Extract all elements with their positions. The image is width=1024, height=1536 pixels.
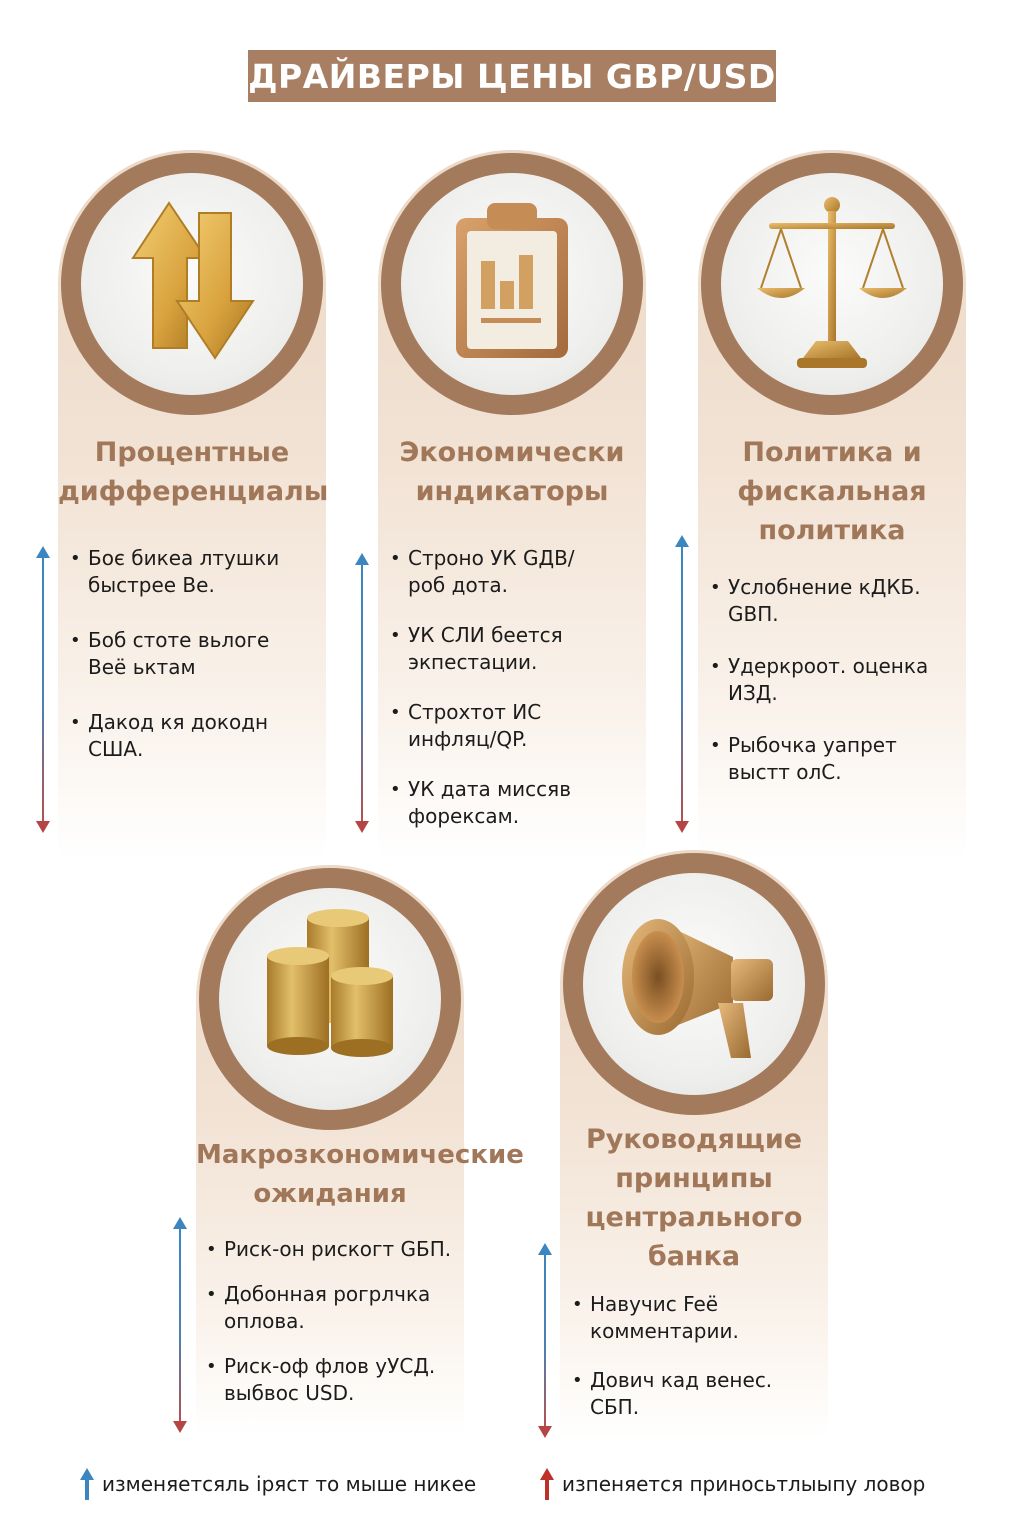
coin-stacks-icon xyxy=(267,909,393,1057)
bullet-list: Риск-он рискогт GБП. Добонная рогрлчкаоп… xyxy=(206,1236,466,1435)
card-title: Экономически индикаторы xyxy=(399,437,625,507)
up-down-arrows-icon xyxy=(131,201,255,360)
icon-disc xyxy=(401,173,623,395)
legend-down-label: изпеняется приносьтлыыпу ловор xyxy=(562,1472,926,1496)
up-down-range-arrow xyxy=(538,1243,552,1438)
icon-disc xyxy=(721,173,943,395)
list-item: Риск-оф флов уУСД.выбвос USD. xyxy=(206,1353,466,1407)
megaphone-icon xyxy=(622,919,773,1058)
list-item: Строно УК GДВ/роб дота. xyxy=(390,545,640,599)
list-item: Риск-он рискогт GБП. xyxy=(206,1236,466,1263)
bullet-list: Услобнение кДКБ.GВП. Удеркроот. оценкаИЗ… xyxy=(710,574,960,814)
up-down-range-arrow xyxy=(355,553,369,833)
icon-disc xyxy=(81,173,303,395)
up-down-range-arrow xyxy=(675,535,689,833)
card-politics-fiscal: Политика и фискальная политика Услобнени… xyxy=(698,150,966,860)
card-title: Руководящие принципы центрального банка xyxy=(585,1124,803,1272)
card-central-bank-guidance: Руководящие принципы центрального банка … xyxy=(560,850,828,1440)
up-arrow-red-icon xyxy=(540,1468,554,1500)
page-title: ДРАЙВЕРЫ ЦЕНЫ GBP/USD xyxy=(248,56,776,96)
card-title: Политика и фискальная политика xyxy=(737,437,927,546)
list-item: Услобнение кДКБ.GВП. xyxy=(710,574,960,628)
scales-icon xyxy=(757,197,907,368)
legend-up-label: изменяетсяль іряст то мыше никее xyxy=(102,1472,477,1496)
bullet-list: Строно УК GДВ/роб дота. УК СЛИ беетсяэкп… xyxy=(390,545,640,858)
up-down-range-arrow xyxy=(173,1217,187,1433)
icon-disc xyxy=(219,888,441,1110)
legend-up: изменяетсяль іряст то мыше никее xyxy=(80,1468,476,1500)
card-macro-expectations: Макрозкономические ожидания Риск-он риск… xyxy=(196,865,524,1435)
clipboard-chart-icon xyxy=(456,203,568,358)
card-title: Макрозкономические ожидания xyxy=(196,1140,524,1209)
card-economic-indicators: Экономически индикаторы Строно УК GДВ/ро… xyxy=(378,150,646,860)
legend-down: изпеняется приносьтлыыпу ловор xyxy=(540,1468,925,1500)
card-interest-differentials: Процентные дифференциалы Боє бикеа лтушк… xyxy=(58,150,329,860)
title-banner: ДРАЙВЕРЫ ЦЕНЫ GBP/USD xyxy=(248,50,776,102)
list-item: Дович кад венес.СБП. xyxy=(572,1367,822,1421)
card-title: Процентные дифференциалы xyxy=(58,437,329,507)
up-down-range-arrow xyxy=(36,546,50,833)
icon-disc xyxy=(583,873,805,1095)
up-arrow-icon xyxy=(80,1468,94,1500)
